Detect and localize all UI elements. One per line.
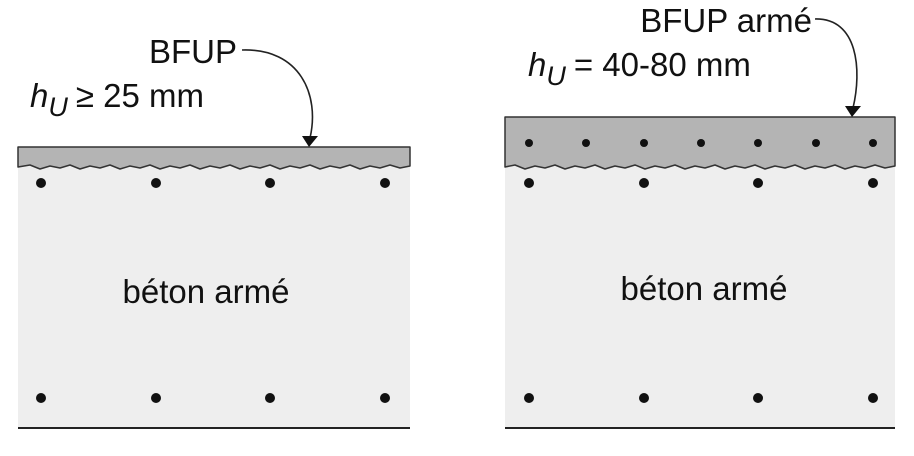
rebar: [151, 393, 161, 403]
left-bottom-rebars: [36, 393, 390, 403]
left-body-label: béton armé: [123, 273, 290, 310]
rebar: [380, 393, 390, 403]
left-height-label: hU ≥ 25 mm: [30, 77, 204, 122]
right-bottom-rebars: [524, 393, 878, 403]
left-bfup-layer: [17, 146, 411, 170]
height-symbol: h: [528, 46, 546, 83]
right-top-rebars: [524, 178, 878, 188]
right-height-value: = 40-80 mm: [574, 46, 751, 83]
left-concrete-body: [18, 166, 410, 428]
rebar: [524, 393, 534, 403]
rebar: [868, 393, 878, 403]
rebar: [380, 178, 390, 188]
rebar: [754, 139, 762, 147]
rebar: [639, 178, 649, 188]
rebar: [265, 393, 275, 403]
left-overlay-label: BFUP: [149, 33, 237, 70]
right-body-label: béton armé: [621, 270, 788, 307]
rebar: [697, 139, 705, 147]
right-arrowhead: [845, 106, 861, 117]
rebar: [151, 178, 161, 188]
rebar: [868, 178, 878, 188]
height-symbol: h: [30, 77, 48, 114]
left-top-rebars: [36, 178, 390, 188]
rebar: [812, 139, 820, 147]
rebar: [36, 178, 46, 188]
rebar: [639, 393, 649, 403]
rebar: [525, 139, 533, 147]
right-leader-arrow: [814, 18, 858, 109]
height-subscript: U: [48, 92, 68, 122]
rebar: [582, 139, 590, 147]
rebar: [524, 178, 534, 188]
left-arrowhead: [302, 136, 318, 147]
right-concrete-body: [505, 166, 895, 428]
right-overlay-label: BFUP armé: [640, 2, 812, 39]
rebar: [753, 178, 763, 188]
rebar: [640, 139, 648, 147]
rebar: [869, 139, 877, 147]
height-subscript: U: [546, 61, 566, 91]
rebar: [36, 393, 46, 403]
left-height-value: ≥ 25 mm: [76, 77, 204, 114]
right-section: BFUP armé hU = 40-80 mm béton armé: [504, 2, 896, 429]
left-leader-arrow: [241, 49, 314, 139]
right-bfup-rebars: [525, 139, 877, 147]
right-height-label: hU = 40-80 mm: [528, 46, 751, 91]
rebar: [265, 178, 275, 188]
rebar: [753, 393, 763, 403]
left-section: BFUP hU ≥ 25 mm béton armé: [17, 33, 411, 429]
